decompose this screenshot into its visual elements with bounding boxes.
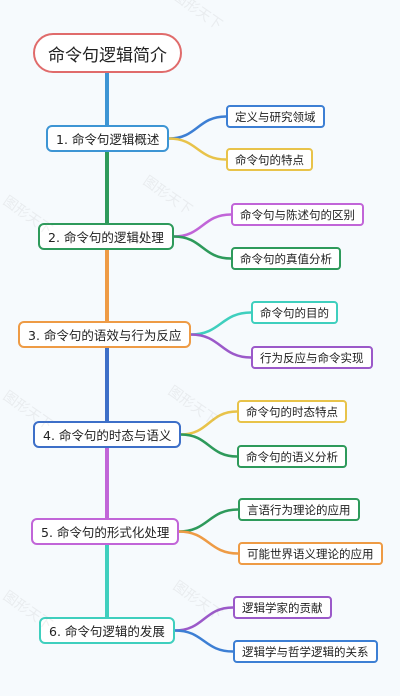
branch-connector — [173, 606, 235, 632]
branch-title: 5. 命令句的形式化处理 — [41, 525, 170, 540]
leaf-title: 命令句的特点 — [235, 152, 304, 167]
leaf-title: 可能世界语义理论的应用 — [247, 546, 374, 561]
leaf-title: 逻辑学家的贡献 — [242, 600, 323, 615]
branch-connector — [189, 333, 253, 359]
leaf-title: 命令句的时态特点 — [246, 404, 338, 419]
branch-connector — [167, 137, 228, 161]
leaf-title: 命令句的目的 — [260, 305, 329, 320]
leaf-title: 言语行为理论的应用 — [247, 502, 351, 517]
root-title: 命令句逻辑简介 — [48, 45, 167, 66]
leaf-node[interactable]: 逻辑学家的贡献 — [233, 596, 332, 619]
leaf-node[interactable]: 逻辑学与哲学逻辑的关系 — [233, 640, 378, 663]
leaf-title: 命令句的真值分析 — [240, 251, 332, 266]
leaf-node[interactable]: 命令句的特点 — [226, 148, 313, 171]
branch-node-6[interactable]: 6. 命令句逻辑的发展 — [39, 617, 175, 644]
leaf-node[interactable]: 行为反应与命令实现 — [251, 346, 373, 369]
leaf-node[interactable]: 可能世界语义理论的应用 — [238, 542, 383, 565]
branch-node-2[interactable]: 2. 命令句的逻辑处理 — [38, 223, 174, 250]
branch-connector — [167, 115, 228, 140]
leaf-title: 命令句与陈述句的区别 — [240, 207, 355, 222]
leaf-node[interactable]: 命令句与陈述句的区别 — [231, 203, 364, 226]
leaf-title: 命令句的语义分析 — [246, 449, 338, 464]
leaf-node[interactable]: 言语行为理论的应用 — [238, 498, 360, 521]
branch-connector — [179, 433, 239, 458]
root-node[interactable]: 命令句逻辑简介 — [33, 33, 182, 73]
branch-title: 2. 命令句的逻辑处理 — [48, 230, 164, 245]
branch-connector — [172, 213, 233, 238]
branch-title: 6. 命令句逻辑的发展 — [49, 624, 165, 639]
branch-connector — [189, 311, 253, 336]
branch-title: 1. 命令句逻辑概述 — [56, 132, 160, 147]
leaf-node[interactable]: 命令句的真值分析 — [231, 247, 341, 270]
branch-node-3[interactable]: 3. 命令句的语效与行为反应 — [18, 321, 192, 348]
leaf-node[interactable]: 命令句的时态特点 — [237, 400, 347, 423]
leaf-title: 逻辑学与哲学逻辑的关系 — [242, 644, 369, 659]
leaf-title: 行为反应与命令实现 — [260, 350, 364, 365]
branch-node-5[interactable]: 5. 命令句的形式化处理 — [31, 518, 180, 545]
branch-title: 4. 命令句的时态与语义 — [43, 428, 172, 443]
branch-connector — [173, 629, 235, 653]
leaf-node[interactable]: 定义与研究领域 — [226, 105, 325, 128]
leaf-title: 定义与研究领域 — [235, 109, 316, 124]
branch-node-1[interactable]: 1. 命令句逻辑概述 — [46, 125, 170, 152]
branch-connector — [172, 235, 233, 260]
branch-connector — [177, 508, 240, 533]
branch-title: 3. 命令句的语效与行为反应 — [28, 328, 182, 343]
branch-connector — [177, 530, 240, 555]
leaf-node[interactable]: 命令句的目的 — [251, 301, 338, 324]
leaf-node[interactable]: 命令句的语义分析 — [237, 445, 347, 468]
branch-connector — [179, 410, 239, 436]
branch-node-4[interactable]: 4. 命令句的时态与语义 — [33, 421, 182, 448]
